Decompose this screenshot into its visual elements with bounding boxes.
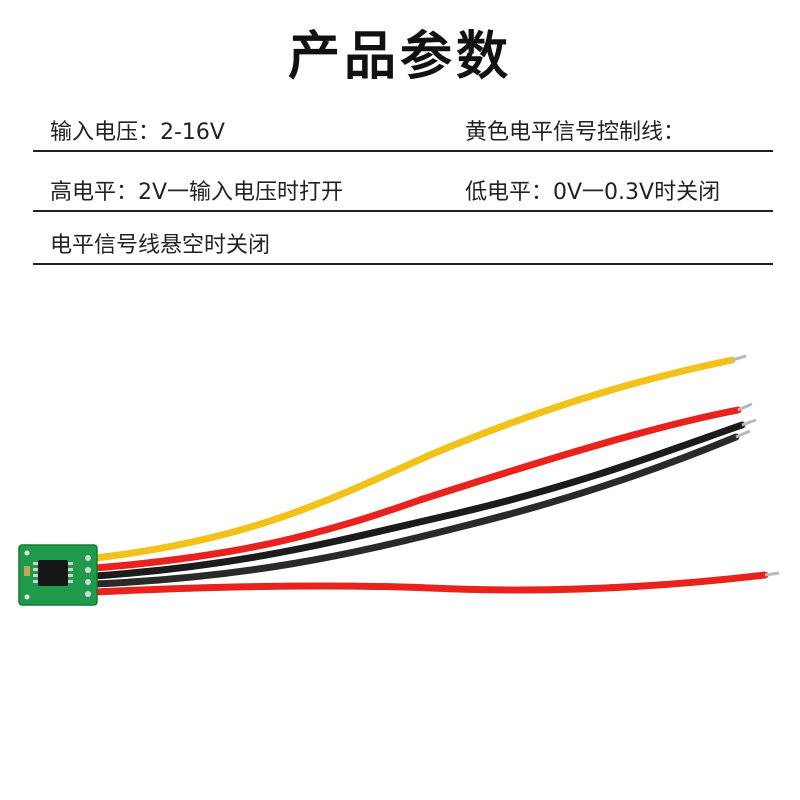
low-level-spec: 低电平：0V一0.3V时关闭 bbox=[465, 180, 721, 205]
red-wire-upper bbox=[91, 406, 742, 572]
yellow-control-wire-spec: 黄色电平信号控制线： bbox=[465, 120, 686, 145]
red-wire-lower bbox=[91, 571, 769, 596]
pcb-module bbox=[18, 544, 98, 606]
yellow-wire bbox=[91, 356, 736, 562]
row-divider bbox=[33, 150, 773, 152]
spec-row-3: 电平信号线悬空时关闭 bbox=[33, 213, 773, 265]
row-divider bbox=[33, 210, 773, 212]
black-wire-1 bbox=[91, 421, 746, 580]
floating-signal-spec: 电平信号线悬空时关闭 bbox=[50, 233, 271, 258]
red-wire-upper-tip bbox=[737, 402, 753, 412]
black-wire-2 bbox=[91, 433, 740, 588]
high-level-spec: 高电平：2V一输入电压时打开 bbox=[50, 180, 344, 205]
yellow-wire-tip bbox=[731, 354, 747, 362]
product-photo bbox=[18, 354, 780, 606]
ic-chip bbox=[38, 560, 68, 586]
spec-row-1: 输入电压：2-16V 黄色电平信号控制线： bbox=[33, 100, 773, 152]
red-wire-lower-tip bbox=[764, 571, 780, 577]
black-wire-1-tip bbox=[741, 418, 757, 427]
spec-row-2: 高电平：2V一输入电压时打开 低电平：0V一0.3V时关闭 bbox=[33, 160, 773, 212]
page-title: 产品参数 bbox=[287, 27, 512, 87]
input-voltage-spec: 输入电压：2-16V bbox=[50, 120, 225, 145]
black-wire-2-tip bbox=[735, 429, 751, 439]
row-divider bbox=[33, 263, 773, 265]
